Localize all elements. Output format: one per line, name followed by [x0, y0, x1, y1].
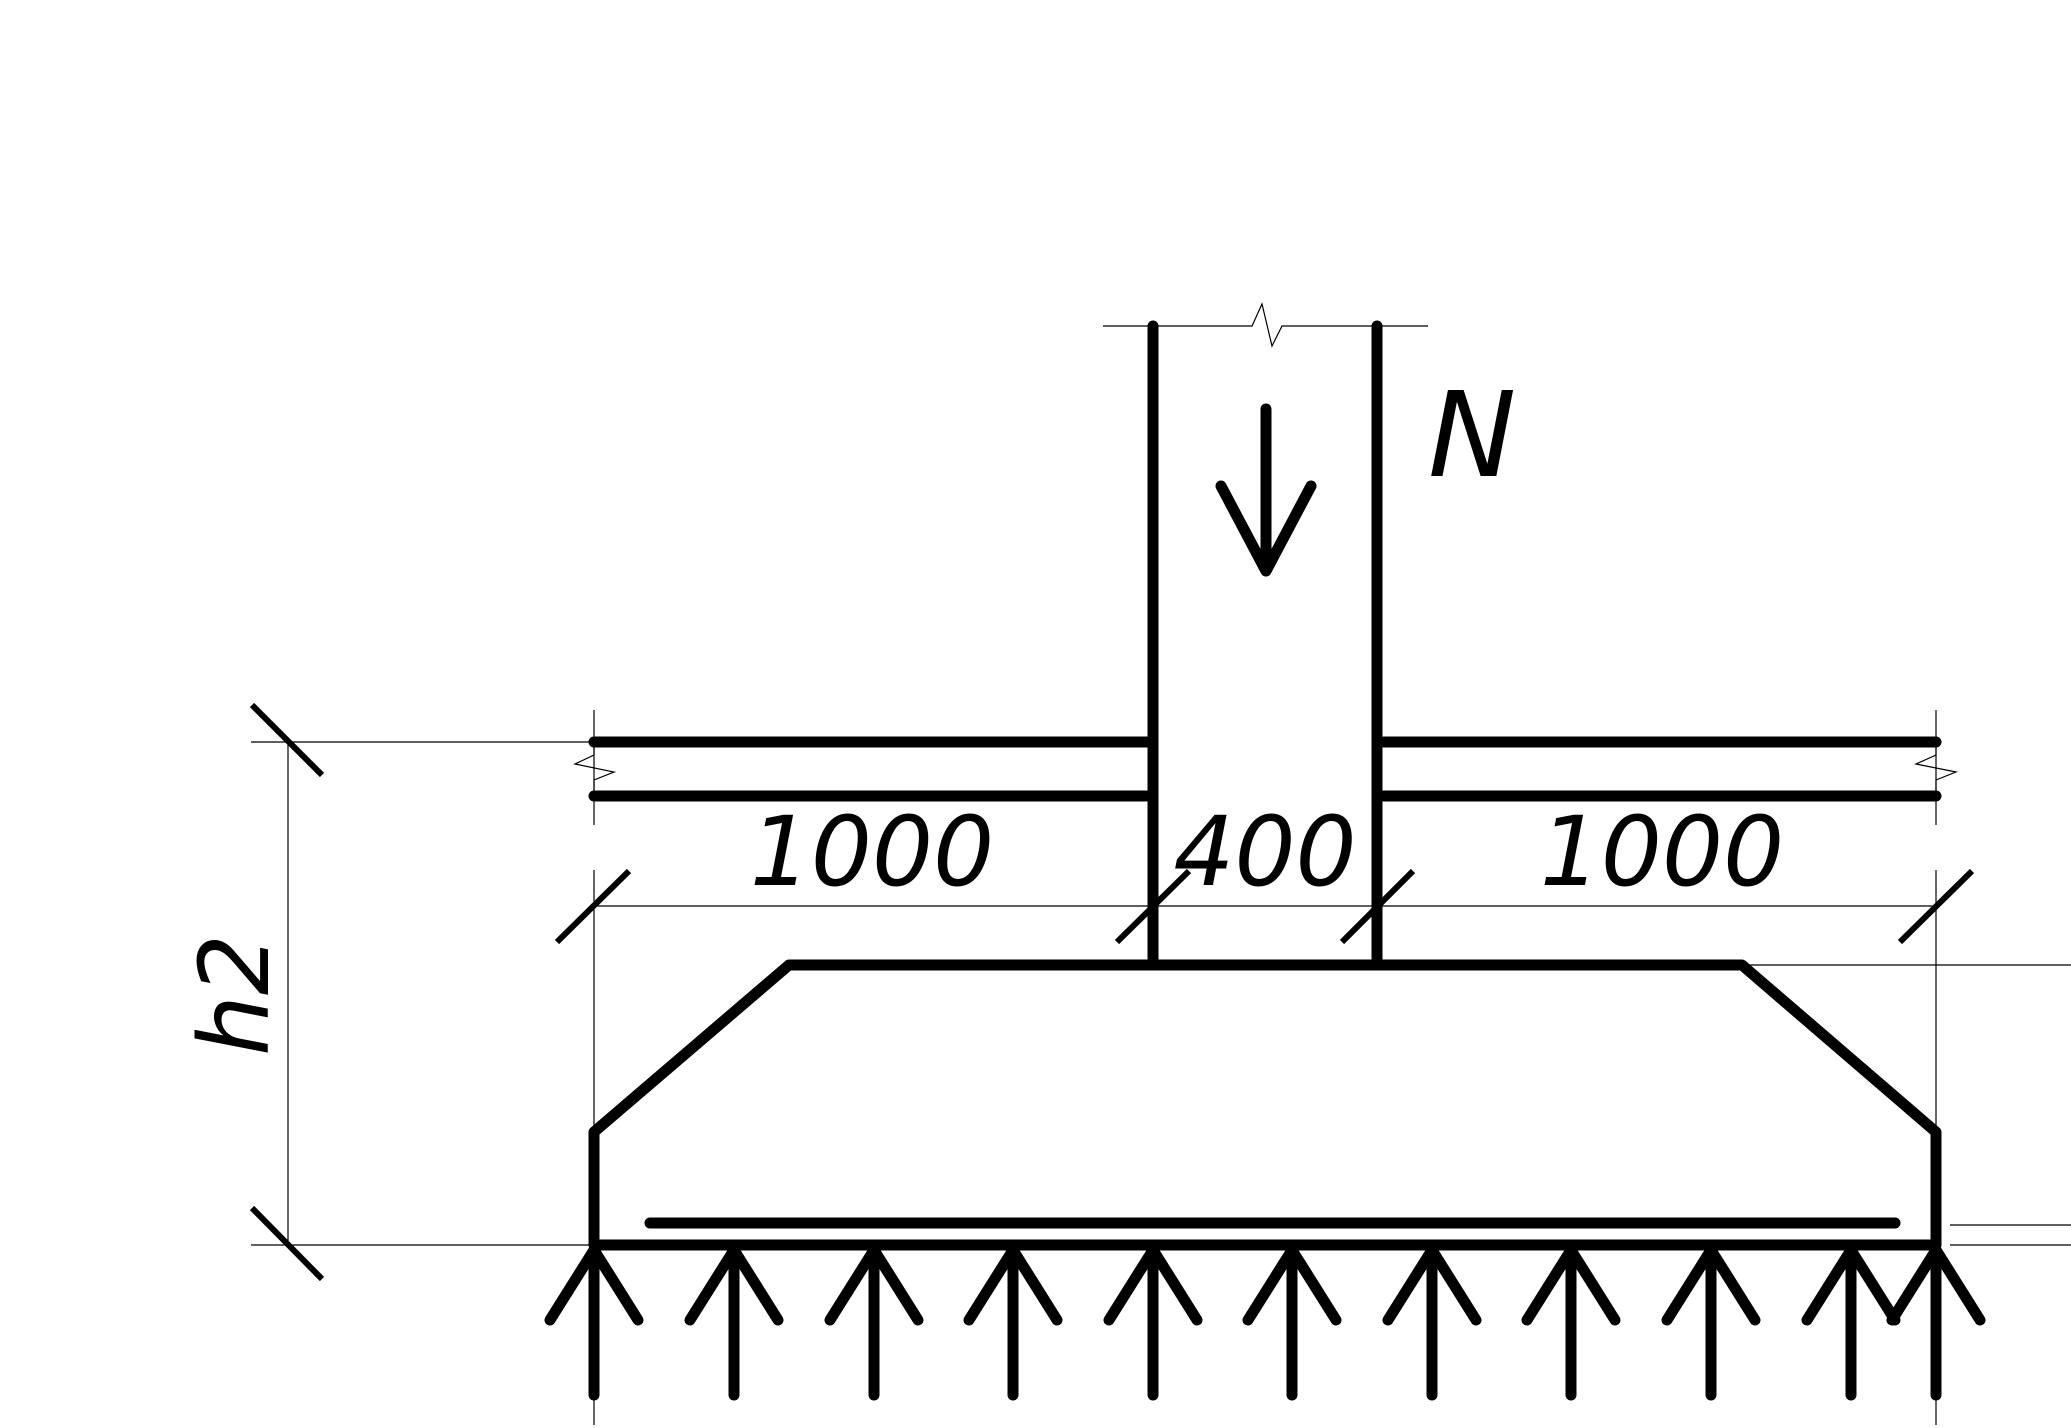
reaction-arrow-head	[684, 1244, 784, 1326]
reaction-arrow-head	[1886, 1244, 1986, 1326]
dim-height-label: h2	[179, 934, 291, 1056]
footing	[588, 959, 1942, 1251]
reaction-arrow-head	[963, 1244, 1063, 1326]
load-arrow-head	[1215, 480, 1317, 577]
reaction-arrow-head	[1103, 1244, 1203, 1326]
tick-h2-bottom	[249, 1205, 325, 1282]
tick-left-edge	[554, 868, 632, 945]
reaction-arrow-head	[1661, 1244, 1761, 1326]
reaction-arrow-head	[1382, 1244, 1482, 1326]
load-arrow	[1215, 403, 1317, 577]
column-break-line	[1103, 302, 1428, 348]
reaction-arrow-head	[824, 1244, 924, 1326]
reaction-arrow-head	[1521, 1244, 1621, 1326]
reaction-arrow-head	[544, 1244, 644, 1326]
reaction-arrow-head	[1242, 1244, 1342, 1326]
soil-reaction-arrows	[544, 1244, 1986, 1401]
dim-right-span: 1000	[1540, 796, 1784, 908]
reaction-arrow-head	[1801, 1244, 1901, 1326]
slab-break-left	[573, 742, 617, 793]
column	[1147, 320, 1383, 971]
dim-left-span: 1000	[750, 796, 994, 908]
tick-right-edge	[1897, 868, 1975, 945]
tick-h2-top	[249, 702, 325, 778]
dim-column-width: 400	[1173, 796, 1356, 908]
footing-outline	[588, 959, 1942, 1251]
load-label: N	[1428, 366, 1516, 504]
slab-break-right	[1914, 742, 1959, 793]
floor-slab	[588, 736, 1942, 802]
